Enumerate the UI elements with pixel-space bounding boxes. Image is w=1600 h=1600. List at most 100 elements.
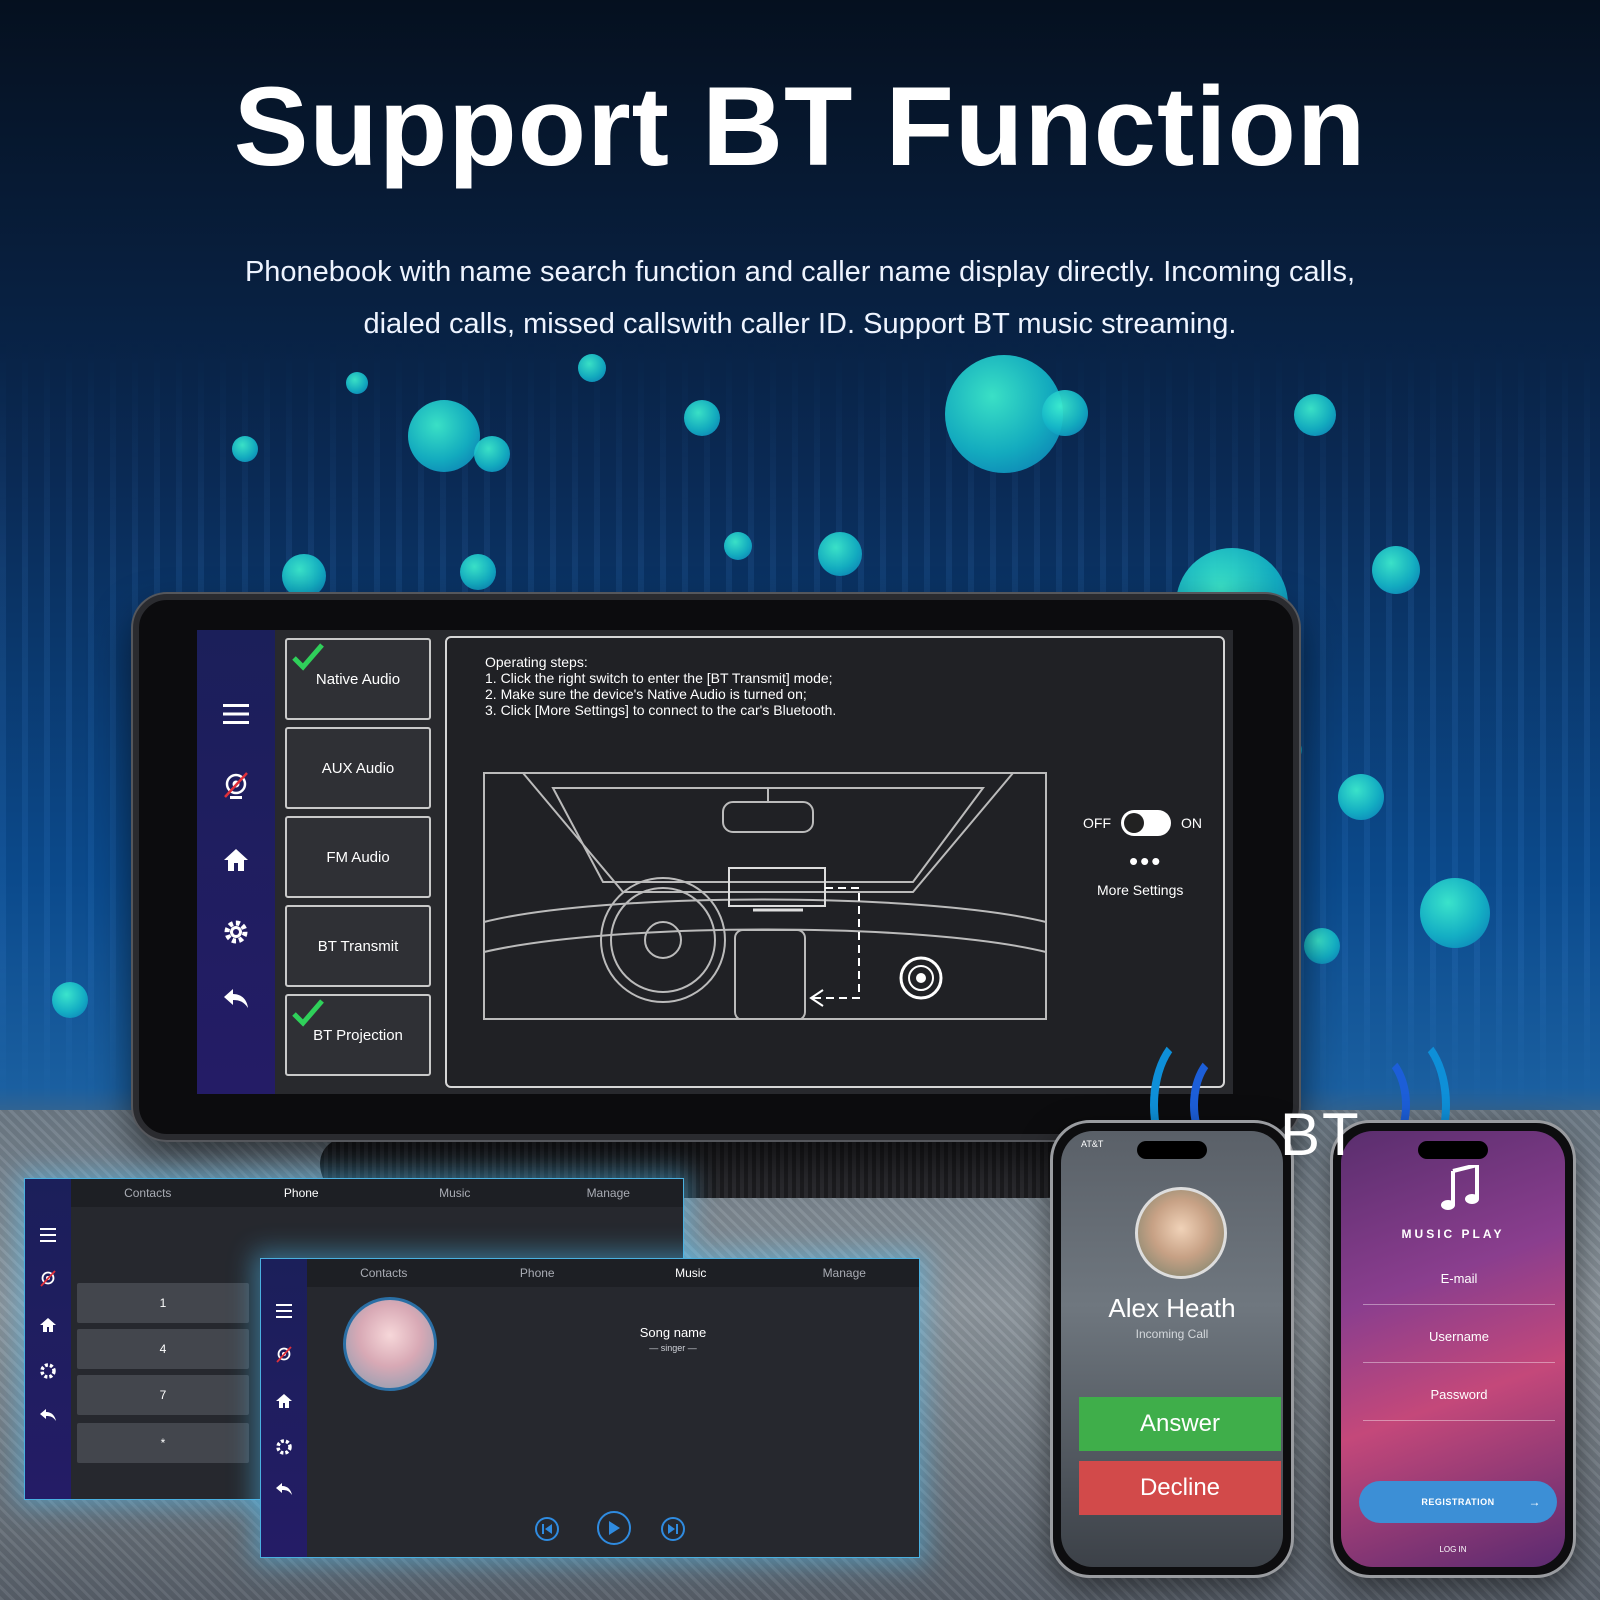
- song-name: Song name: [639, 1325, 707, 1340]
- camera-off-icon[interactable]: [216, 766, 256, 806]
- phone-screen: AT&T Alex Heath Incoming Call Answer Dec…: [1061, 1131, 1283, 1567]
- gear-icon[interactable]: [216, 912, 256, 952]
- steps-title: Operating steps:: [485, 654, 588, 670]
- decor-bubble: [232, 436, 258, 462]
- decor-bubble: [1338, 774, 1384, 820]
- decor-bubble: [1304, 928, 1340, 964]
- smartphone-incoming-call: AT&T Alex Heath Incoming Call Answer Dec…: [1050, 1120, 1294, 1578]
- bt-signal-wave: [1360, 1030, 1450, 1180]
- operating-steps: Operating steps: 1. Click the right swit…: [485, 654, 836, 718]
- decor-bubble: [1294, 394, 1336, 436]
- bt-signal-wave: [1340, 1050, 1410, 1160]
- username-field[interactable]: Username: [1363, 1329, 1555, 1363]
- menu-icon[interactable]: [36, 1223, 60, 1247]
- previous-track-button[interactable]: [535, 1517, 559, 1541]
- tab-music[interactable]: Music: [439, 1186, 471, 1200]
- email-field[interactable]: E-mail: [1363, 1271, 1555, 1305]
- step-item: 2. Make sure the device's Native Audio i…: [485, 686, 807, 702]
- more-settings-button[interactable]: More Settings: [1097, 882, 1184, 898]
- decor-bubble: [1042, 390, 1088, 436]
- play-icon: [609, 1521, 620, 1535]
- call-status: Incoming Call: [1135, 1327, 1209, 1341]
- menu-icon[interactable]: [216, 694, 256, 734]
- album-art: [343, 1297, 437, 1391]
- decor-bubble: [282, 554, 326, 598]
- decor-bubble: [346, 372, 368, 394]
- home-icon[interactable]: [216, 840, 256, 880]
- tab-contacts[interactable]: Contacts: [360, 1266, 408, 1280]
- home-icon[interactable]: [36, 1313, 60, 1337]
- phone-window-tabs: Contacts Phone Music Manage: [71, 1179, 683, 1207]
- menu-icon[interactable]: [272, 1299, 296, 1323]
- side-rail: [197, 630, 275, 1094]
- audio-option-label: Native Audio: [315, 670, 401, 688]
- toggle-off-label: OFF: [1083, 815, 1111, 831]
- dial-key-star[interactable]: *: [77, 1423, 249, 1463]
- device-screen: Native Audio AUX Audio FM Audio BT Trans…: [197, 630, 1233, 1094]
- checkmark-icon: [292, 999, 324, 1027]
- bt-signal-wave: [1190, 1050, 1260, 1160]
- page-subtitle: Phonebook with name search function and …: [200, 246, 1400, 350]
- tab-manage[interactable]: Manage: [822, 1266, 866, 1280]
- back-icon[interactable]: [216, 978, 256, 1018]
- subtitle-line: dialed calls, missed callswith caller ID…: [363, 308, 1237, 340]
- caller-avatar: [1135, 1187, 1227, 1279]
- back-icon[interactable]: [36, 1403, 60, 1427]
- bt-signal-wave: [1150, 1030, 1240, 1180]
- audio-option-label: FM Audio: [326, 848, 390, 866]
- camera-off-icon[interactable]: [272, 1343, 296, 1367]
- music-window-tabs: Contacts Phone Music Manage: [307, 1259, 919, 1287]
- answer-button[interactable]: Answer: [1079, 1397, 1281, 1451]
- gear-icon[interactable]: [36, 1359, 60, 1383]
- dial-key-4[interactable]: 4: [77, 1329, 249, 1369]
- tab-phone[interactable]: Phone: [519, 1266, 555, 1280]
- next-track-button[interactable]: [661, 1517, 685, 1541]
- login-link[interactable]: LOG IN: [1439, 1545, 1467, 1554]
- audio-option-aux[interactable]: AUX Audio: [285, 727, 431, 809]
- play-button[interactable]: [597, 1511, 631, 1545]
- password-field[interactable]: Password: [1363, 1387, 1555, 1421]
- step-item: 3. Click [More Settings] to connect to t…: [485, 702, 837, 718]
- more-dots-icon[interactable]: •••: [1129, 846, 1163, 876]
- camera-off-icon[interactable]: [36, 1267, 60, 1291]
- back-icon[interactable]: [272, 1477, 296, 1501]
- tab-contacts[interactable]: Contacts: [124, 1186, 172, 1200]
- dial-key-7[interactable]: 7: [77, 1375, 249, 1415]
- music-note-icon: [1441, 1165, 1479, 1210]
- decor-bubble: [408, 400, 480, 472]
- registration-button[interactable]: REGISTRATION →: [1359, 1481, 1557, 1523]
- bt-transmit-switch[interactable]: [1121, 810, 1171, 836]
- page-headline: Support BT Function: [233, 64, 1367, 189]
- singer-name: — singer —: [649, 1343, 697, 1353]
- audio-option-native[interactable]: Native Audio: [285, 638, 431, 720]
- decor-bubble: [578, 354, 606, 382]
- decor-bubble: [818, 532, 862, 576]
- decor-bubble: [460, 554, 496, 590]
- audio-option-fm[interactable]: FM Audio: [285, 816, 431, 898]
- decor-bubble: [474, 436, 510, 472]
- smartphone-music-app: MUSIC PLAY E-mail Username Password REGI…: [1330, 1120, 1576, 1578]
- bt-transmit-toggle-row: OFF ON: [1083, 810, 1202, 836]
- gear-icon[interactable]: [272, 1435, 296, 1459]
- decor-bubble: [724, 532, 752, 560]
- skip-back-icon: [542, 1524, 552, 1534]
- decline-button[interactable]: Decline: [1079, 1461, 1281, 1515]
- audio-option-label: AUX Audio: [321, 759, 395, 777]
- bt-transmit-panel: Operating steps: 1. Click the right swit…: [445, 636, 1225, 1088]
- carrier-label: AT&T: [1081, 1139, 1104, 1149]
- decor-bubble: [52, 982, 88, 1018]
- audio-option-bt-projection[interactable]: BT Projection: [285, 994, 431, 1076]
- registration-label: REGISTRATION: [1421, 1497, 1495, 1507]
- decor-bubble: [684, 400, 720, 436]
- home-icon[interactable]: [272, 1389, 296, 1413]
- audio-option-bt-transmit[interactable]: BT Transmit: [285, 905, 431, 987]
- tab-phone[interactable]: Phone: [283, 1186, 319, 1200]
- tab-music[interactable]: Music: [675, 1266, 707, 1280]
- dial-key-1[interactable]: 1: [77, 1283, 249, 1323]
- decor-bubble: [1372, 546, 1420, 594]
- phone-notch: [1418, 1141, 1488, 1159]
- bt-label: BT: [1280, 1101, 1361, 1168]
- car-interior-illustration: [483, 772, 1047, 1020]
- step-item: 1. Click the right switch to enter the […: [485, 670, 833, 686]
- tab-manage[interactable]: Manage: [586, 1186, 630, 1200]
